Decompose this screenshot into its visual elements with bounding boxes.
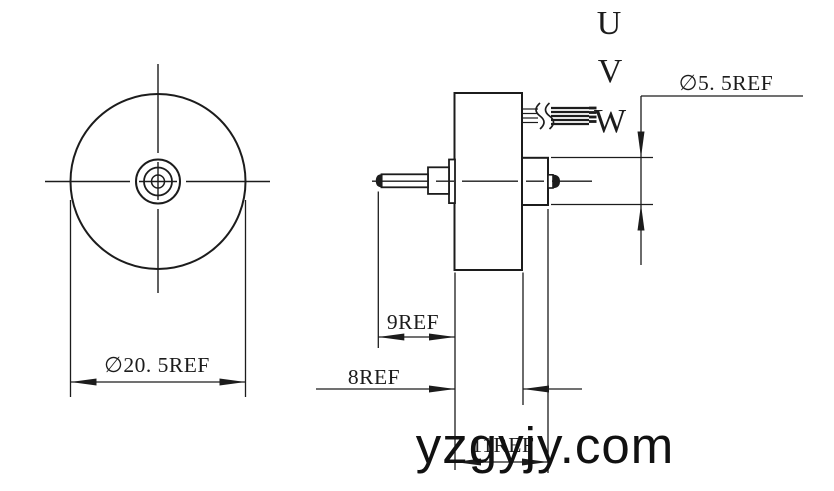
wire-label-u: U xyxy=(597,5,622,42)
arrowhead-down-icon xyxy=(637,131,645,158)
wire-break-icon xyxy=(535,102,545,130)
dim-body-width xyxy=(316,385,582,393)
side-extension-lines xyxy=(377,191,549,473)
shaft-length-label: 9REF xyxy=(387,310,439,334)
arrowhead-left-icon xyxy=(455,458,481,466)
boss-diameter-label: ∅5. 5REF xyxy=(679,71,773,95)
dim-overall-width xyxy=(455,458,548,466)
wire-label-w: W xyxy=(594,103,627,140)
front-diameter-label: ∅20. 5REF xyxy=(104,353,210,377)
dim-front-diameter xyxy=(70,378,246,386)
arrowhead-right-icon xyxy=(522,458,548,466)
wire-bundle xyxy=(522,102,597,130)
arrowhead-right-icon xyxy=(429,385,455,393)
arrowhead-left-icon xyxy=(378,333,405,341)
arrowhead-left-icon xyxy=(70,378,97,386)
front-view xyxy=(45,64,270,397)
wire-label-v: V xyxy=(598,53,623,90)
arrowhead-right-icon xyxy=(219,378,246,386)
arrowhead-right-icon xyxy=(429,333,455,341)
hub-outer-circle xyxy=(135,158,181,205)
wire-end-icon xyxy=(589,106,597,123)
dim-shaft-length xyxy=(378,333,455,341)
body-width-label: 8REF xyxy=(348,365,400,389)
arrowhead-left-icon xyxy=(523,385,549,393)
overall-width-label: 11REF xyxy=(472,433,535,457)
arrowhead-up-icon xyxy=(637,204,645,231)
watermark-text: yzgyjy.com xyxy=(416,417,674,474)
dim-boss-diameter xyxy=(551,95,803,265)
